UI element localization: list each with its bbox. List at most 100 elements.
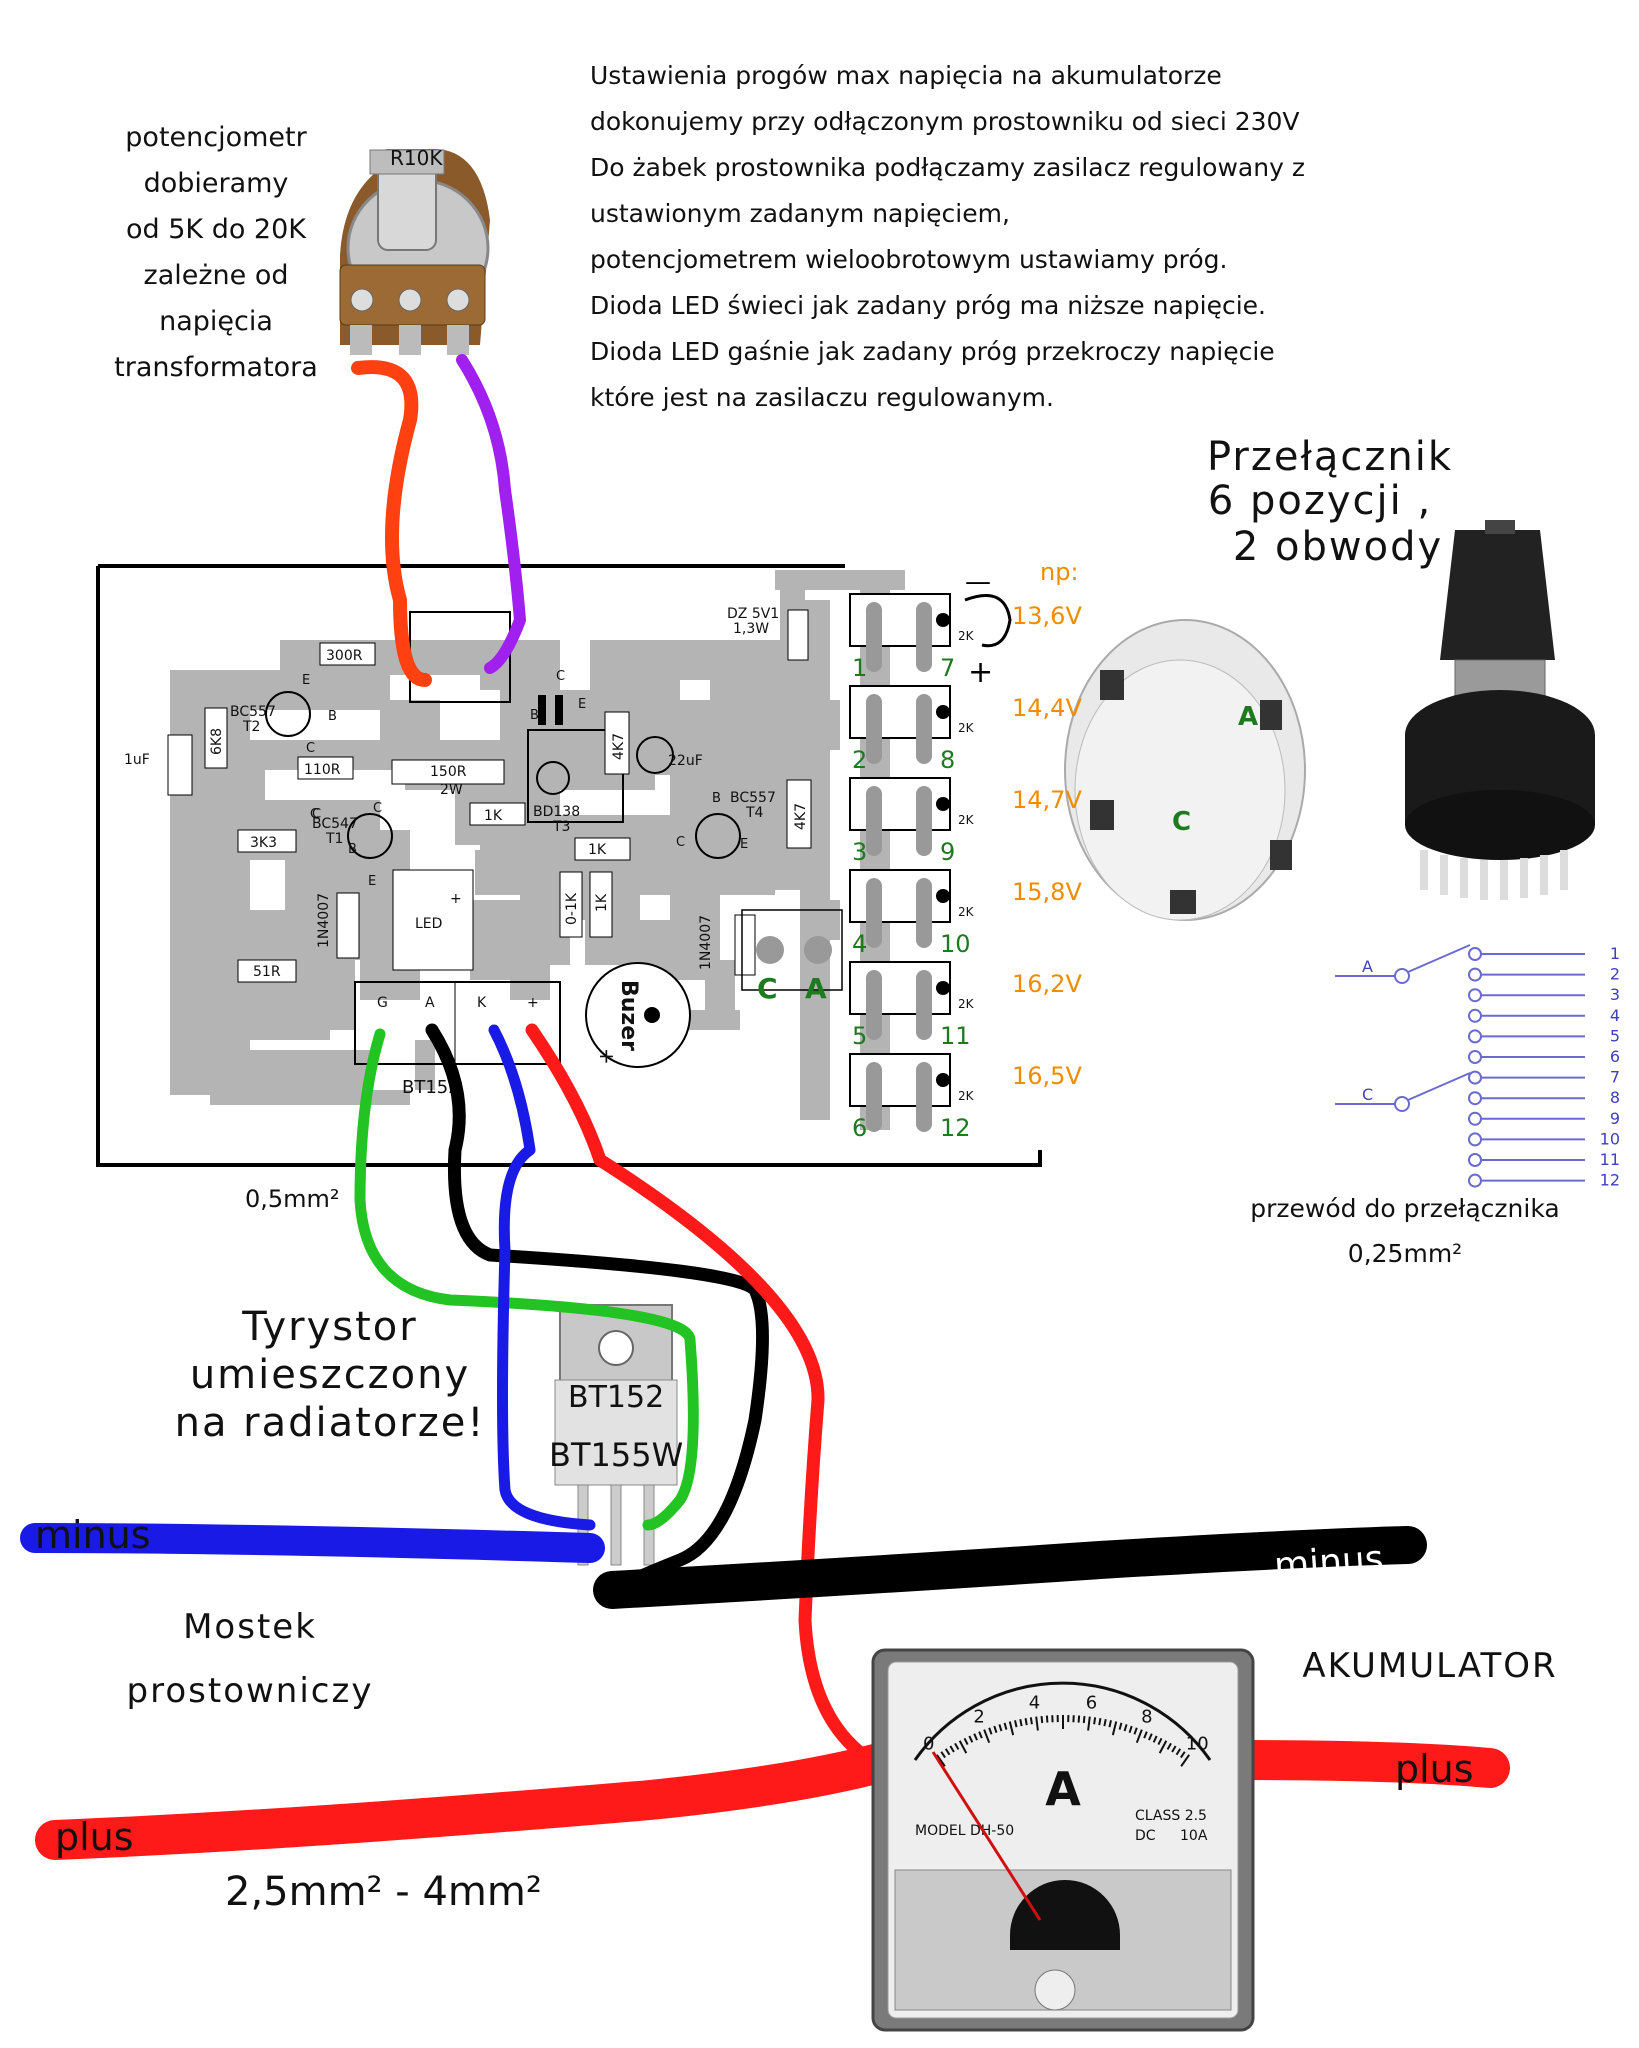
pcb-dz2: 1,3W [733,621,769,637]
svg-text:C: C [312,807,321,822]
ammeter-scale-label: 4 [1029,1693,1040,1714]
ladder-trim-value: 2K [958,813,975,827]
switch-contact [1468,947,1482,961]
pcb-t4n: T4 [745,805,764,821]
ladder-voltage: 16,2V [1012,970,1082,998]
pcb-t2n: T2 [242,719,260,735]
pcb-dz: DZ 5V1 [727,606,779,622]
switch-position-number: 9 [1610,1109,1620,1128]
pcb-t4: BC557 [730,790,776,806]
pcb-led: LED [415,916,442,932]
wire-red-signal [525,1023,877,1767]
switch-wire-note: przewód do przełącznika [1250,1194,1559,1223]
ladder-trimmer [849,685,951,739]
label-plus-right: plus [1395,1747,1474,1791]
pcb-c1uf: 1uF [124,752,150,768]
wire-plus-left [35,1740,910,1860]
thyristor-model-1: BT152 [568,1380,664,1415]
ladder-pin-right: 11 [940,1022,971,1050]
switch-position-number: 2 [1610,965,1620,984]
switch-pole-a: A [1238,702,1258,732]
battery-label: AKUMULATOR [1302,1646,1557,1686]
pcb-r4k7-b: 4K7 [793,803,809,830]
pcb-r01k: 0-1K [564,892,580,925]
pcb-pin-plus: + [527,995,539,1011]
ladder-voltage: 14,7V [1012,786,1082,814]
thyristor-note-line: Tyrystor [241,1304,417,1350]
switch-position-number: 8 [1610,1088,1620,1107]
wire-minus-left [20,1523,605,1563]
switch-position-number: 4 [1610,1006,1620,1025]
instruction-line: dokonujemy przy odłączonym prostowniku o… [590,107,1300,136]
svg-text:C: C [306,741,315,756]
ladder-trimmer [849,869,951,923]
pcb-r3k3: 3K3 [250,835,277,851]
pcb-pin-a: A [425,995,435,1011]
pcb-d1: 1N4007 [316,893,332,948]
switch-contact [1468,1132,1482,1147]
switch-position-number: 1 [1610,944,1620,963]
switch-contact [1468,1070,1482,1085]
switch-contact [1468,1153,1482,1167]
pcb-pad-c: C [757,972,778,1005]
pcb-r150: 150R [430,764,467,780]
ladder-pin-right: 8 [940,746,955,774]
ladder-pin-right: 7 [940,654,955,682]
label-minus-left: minus [35,1513,151,1557]
pcb-pin-g: G [377,995,388,1011]
switch-position-number: 5 [1610,1026,1620,1045]
pcb-bt152: BT152 [402,1077,460,1098]
thyristor-note: Tyrystor umieszczony na radiatorze! [175,1304,484,1446]
svg-text:B: B [530,708,539,723]
wire-purple [456,354,526,674]
pcb-r51: 51R [253,964,281,980]
pot-note-line: transformatora [114,352,318,383]
ammeter-range: 10A [1180,1828,1208,1844]
wire-orange [351,360,432,687]
ladder-pin-left: 2 [852,746,867,774]
np-label: np: [1040,558,1079,586]
switch-title-line: 6 pozycji , [1208,478,1432,524]
pcb-r6k8: 6K8 [209,728,225,755]
ammeter-scale-label: 6 [1086,1693,1097,1714]
switch-title-line: 2 obwody [1233,524,1443,570]
pcb-r110: 110R [304,762,341,778]
pcb-buzer: Buzer [616,980,641,1051]
svg-text:C: C [310,807,319,822]
ladder-trim-value: 2K [958,721,975,735]
ammeter-scale-label: 0 [923,1733,934,1754]
wire-blue [488,1024,596,1531]
switch-position-number: 12 [1600,1171,1620,1190]
switch-title: Przełącznik 6 pozycji , 2 obwody [1207,434,1451,570]
pot-note-line: napięcia [159,306,273,337]
label-minus-right: minus [1273,1538,1385,1587]
pcb-r1k-a: 1K [484,808,503,824]
ladder-pin-right: 12 [940,1114,971,1142]
switch-contact [1468,967,1482,982]
instruction-line: ustawionym zadanym napięciem, [590,199,1010,228]
svg-text:B: B [712,791,721,806]
pcb-d2: 1N4007 [698,915,714,970]
ladder-trim-value: 2K [958,905,975,919]
bridge-label-line: prostowniczy [127,1671,374,1711]
pcb-r1k-c: 1K [594,893,610,912]
svg-text:C: C [373,801,382,816]
instruction-line: Dioda LED gaśnie jak zadany próg przekro… [590,337,1275,366]
ladder-pin-left: 5 [852,1022,867,1050]
instruction-line: które jest na zasilaczu regulowanym. [590,383,1054,412]
switch-contact [1468,1111,1482,1126]
ammeter-scale-label: 10 [1186,1733,1209,1754]
wires [20,354,1510,1860]
svg-text:B: B [348,842,357,857]
pot-note-line: od 5K do 20K [126,214,307,245]
instruction-line: Do żabek prostownika podłączamy zasilacz… [590,153,1305,182]
pcb-c22uf: 22uF [668,753,703,769]
ammeter-needle [931,1751,1042,1921]
wire-size-signal: 0,5mm² [245,1185,340,1213]
svg-text:E: E [302,673,310,688]
pcb-r4k7-a: 4K7 [611,733,627,760]
switch-schematic [1335,944,1585,1188]
switch-contact [1468,988,1482,1003]
